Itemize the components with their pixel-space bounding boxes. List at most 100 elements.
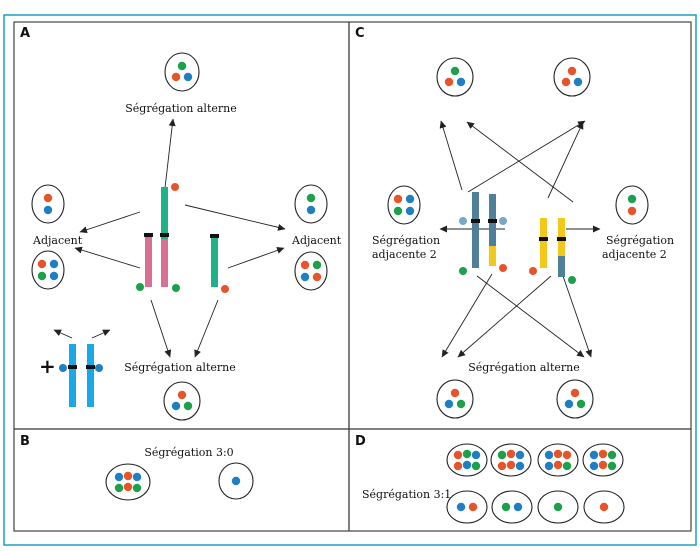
allele-dot [306,205,316,215]
allele-dot [49,271,59,281]
allele-dot [459,217,467,225]
arrow-a-right-2 [227,247,285,269]
gamete-cell [553,57,591,97]
allele-dot [132,472,142,482]
label-a-top: Ségrégation alterne [125,102,236,115]
label-c-right-2: adjacente 2 [602,248,667,261]
chromosome-a-cyan-2 [87,344,94,407]
gamete-outline [294,251,328,291]
gamete-outline [553,57,591,97]
allele-dot [453,461,463,471]
allele-dot [515,461,525,471]
allele-dot [312,272,322,282]
gamete-cell [163,381,201,421]
gamete-cell [436,379,474,419]
allele-dot [132,483,142,493]
label-a-right: Adjacent [291,234,342,247]
allele-dot [136,283,144,291]
chromosome-a-pink-part [161,239,168,287]
gamete-outline [163,381,201,421]
arrow-a-top [164,118,176,189]
panel-frames [3,14,697,546]
allele-dot [444,77,454,87]
gamete-cell [490,443,532,477]
allele-dot [37,259,47,269]
allele-dot [43,205,53,215]
arrow-c-5 [441,273,493,358]
allele-dot [576,399,586,409]
plus-sign: + [39,354,56,378]
chromosome-c-slate-part [558,256,565,277]
arrow-c-7 [457,275,552,358]
allele-dot [506,449,516,459]
allele-dot [499,217,507,225]
panel-c-chromosomes [459,192,576,284]
gamete-outline [436,379,474,419]
gamete-cell [31,184,65,224]
allele-dot [497,450,507,460]
allele-dot [453,450,463,460]
allele-dot [221,285,229,293]
allele-dot [300,272,310,282]
chromosome-a-teal-short [211,238,218,287]
allele-dot [405,194,415,204]
allele-dot [598,460,608,470]
arrow-c-2 [467,120,586,193]
allele-dot [513,502,523,512]
label-c-left-1: Ségrégation [372,234,440,247]
arrow-c-4 [547,121,584,199]
allele-dot [506,460,516,470]
gamete-cell [105,463,151,501]
gamete-outline [490,443,532,477]
gamete-cell [436,57,474,97]
centromere-c-3 [539,237,548,241]
allele-dot [570,388,580,398]
label-a-left: Adjacent [32,234,83,247]
arrow-a-right-1 [184,204,286,231]
allele-dot [456,399,466,409]
label-c-right-1: Ségrégation [606,234,674,247]
outer-border [3,14,697,546]
gamete-outline [537,443,579,477]
gamete-outline [446,490,488,524]
allele-dot [59,364,67,372]
allele-dot [468,502,478,512]
allele-dot [529,267,537,275]
allele-dot [599,502,609,512]
allele-dot [544,450,554,460]
arrow-a-left-2 [74,246,141,269]
gamete-outline [582,443,624,477]
arrow-a-small-right [91,329,111,339]
allele-dot [114,483,124,493]
allele-dot [497,461,507,471]
gamete-cell [446,490,488,524]
gamete-cell [31,250,65,290]
label-b-title: Ségrégation 3:0 [144,446,233,459]
centromere-a-3 [210,234,219,238]
gamete-cell [491,490,533,524]
panel-b-frame [13,428,350,532]
gamete-outline [615,185,649,225]
chromosome-c-yellow-1 [540,218,547,268]
allele-dot [393,194,403,204]
arrow-a-bottom-2 [194,299,219,358]
allele-dot [306,193,316,203]
arrow-c-8 [562,275,593,358]
arrow-a-bottom-1 [150,299,172,358]
allele-dot [49,259,59,269]
allele-dot [607,461,617,471]
allele-dot [444,399,454,409]
gamete-cell [615,185,649,225]
centromere-c-2 [488,219,497,223]
allele-dot [462,449,472,459]
label-a-bottom: Ségrégation alterne [124,361,235,374]
chromosome-c-yellow-part-1 [489,246,496,266]
allele-dot [405,206,415,216]
allele-dot [114,472,124,482]
allele-dot [123,471,133,481]
gamete-outline [491,490,533,524]
allele-dot [171,183,179,191]
gamete-cell [537,443,579,477]
centromere-a-5 [86,365,95,369]
allele-dot [456,502,466,512]
